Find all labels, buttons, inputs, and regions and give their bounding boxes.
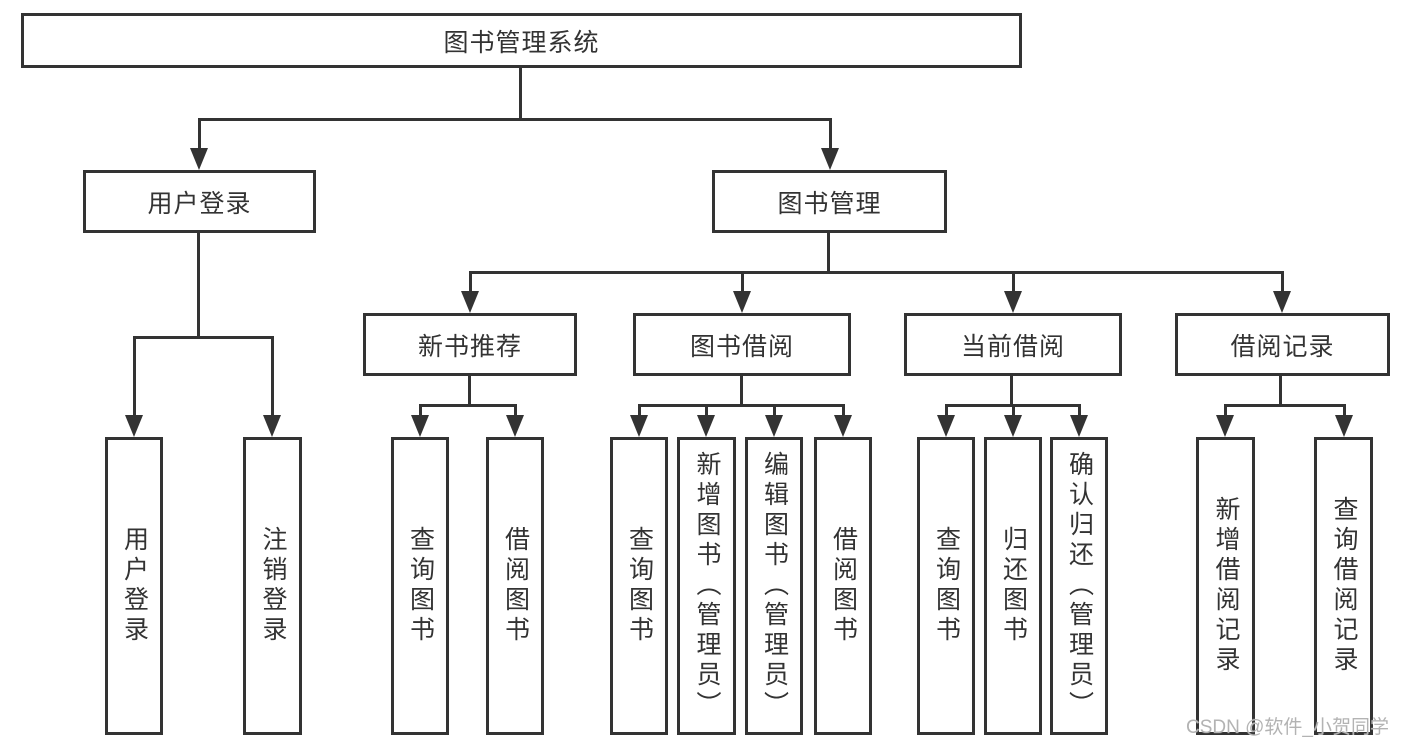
connector-book-management-rail [469, 271, 1283, 274]
node-leaf-logout-label: 注销登录 [259, 526, 287, 646]
arrow-borrowing-add [697, 404, 715, 437]
node-leaf-query-borrow-record: 查询借阅记录 [1314, 437, 1373, 735]
arrow-to-leaf-user-login [125, 336, 143, 437]
node-leaf-recommend-borrow-books: 借阅图书 [486, 437, 544, 735]
node-leaf-logout: 注销登录 [243, 437, 302, 735]
node-leaf-recommend-query-books: 查询图书 [391, 437, 449, 735]
node-leaf-recommend-query-books-label: 查询图书 [406, 526, 435, 646]
arrow-to-book-borrowing [733, 271, 751, 313]
node-leaf-recommend-borrow-books-label: 借阅图书 [501, 526, 530, 646]
node-leaf-current-query-books: 查询图书 [917, 437, 975, 735]
arrow-to-current-borrowing [1004, 271, 1022, 313]
node-root: 图书管理系统 [21, 13, 1022, 68]
node-current-borrowing: 当前借阅 [904, 313, 1122, 376]
node-leaf-borrow-books: 借阅图书 [814, 437, 872, 735]
connector-new-book-rail [419, 404, 516, 407]
arrow-to-book-management [821, 118, 839, 170]
node-leaf-add-books-admin-label: 新增图书（管理员） [693, 451, 721, 721]
node-leaf-confirm-return-admin: 确认归还（管理员） [1050, 437, 1108, 735]
connector-book-borrowing-rail [638, 404, 844, 407]
node-leaf-add-borrow-record-label: 新增借阅记录 [1212, 496, 1240, 676]
node-new-book-recommend: 新书推荐 [363, 313, 577, 376]
node-book-management: 图书管理 [712, 170, 947, 233]
arrow-to-user-login [190, 118, 208, 170]
arrow-current-return [1004, 404, 1022, 437]
arrow-new-book-borrow [506, 404, 524, 437]
node-leaf-edit-books-admin: 编辑图书（管理员） [745, 437, 803, 735]
node-leaf-borrow-books-label: 借阅图书 [829, 526, 858, 646]
node-leaf-edit-books-admin-label: 编辑图书（管理员） [760, 451, 789, 721]
connector-new-book-stem [468, 376, 471, 407]
connector-book-management-stem [827, 233, 830, 274]
arrow-to-borrowing-records [1273, 271, 1291, 313]
node-current-borrowing-label: 当前借阅 [960, 332, 1065, 361]
connector-root-stem [519, 68, 522, 118]
node-leaf-user-login-label: 用户登录 [120, 526, 149, 646]
node-user-login-label: 用户登录 [147, 189, 252, 218]
node-leaf-add-books-admin: 新增图书（管理员） [677, 437, 736, 735]
node-new-book-recommend-label: 新书推荐 [417, 332, 522, 361]
node-borrowing-records: 借阅记录 [1175, 313, 1390, 376]
arrow-borrowing-edit [765, 404, 783, 437]
arrow-current-query [937, 404, 955, 437]
arrow-to-new-book-recommend [461, 271, 479, 313]
node-book-borrowing: 图书借阅 [633, 313, 851, 376]
arrow-new-book-query [411, 404, 429, 437]
arrow-records-query [1335, 404, 1353, 437]
node-book-management-label: 图书管理 [777, 189, 882, 218]
arrow-to-leaf-logout [263, 336, 281, 437]
arrow-records-add [1216, 404, 1234, 437]
connector-book-borrowing-stem [740, 376, 743, 407]
arrow-borrowing-query [630, 404, 648, 437]
node-user-login: 用户登录 [83, 170, 316, 233]
connector-records-stem [1279, 376, 1282, 407]
connector-user-login-stem [197, 233, 200, 339]
node-root-label: 图书管理系统 [443, 28, 600, 57]
node-leaf-query-borrow-record-label: 查询借阅记录 [1330, 496, 1358, 676]
node-leaf-return-books: 归还图书 [984, 437, 1042, 735]
node-leaf-borrowing-query-books-label: 查询图书 [625, 526, 654, 646]
node-leaf-add-borrow-record: 新增借阅记录 [1196, 437, 1255, 735]
connector-root-rail [198, 118, 831, 121]
arrow-current-confirm [1070, 404, 1088, 437]
node-leaf-borrowing-query-books: 查询图书 [610, 437, 668, 735]
node-leaf-confirm-return-admin-label: 确认归还（管理员） [1065, 451, 1094, 721]
node-book-borrowing-label: 图书借阅 [689, 332, 794, 361]
connector-records-rail [1224, 404, 1345, 407]
node-leaf-return-books-label: 归还图书 [999, 526, 1028, 646]
csdn-watermark: CSDN @软件_小贺同学 [1186, 717, 1389, 738]
connector-user-login-rail [133, 336, 274, 339]
connector-current-borrowing-stem [1010, 376, 1013, 407]
node-leaf-user-login: 用户登录 [105, 437, 163, 735]
arrow-borrowing-borrow [834, 404, 852, 437]
node-leaf-current-query-books-label: 查询图书 [932, 526, 961, 646]
node-borrowing-records-label: 借阅记录 [1230, 332, 1335, 361]
